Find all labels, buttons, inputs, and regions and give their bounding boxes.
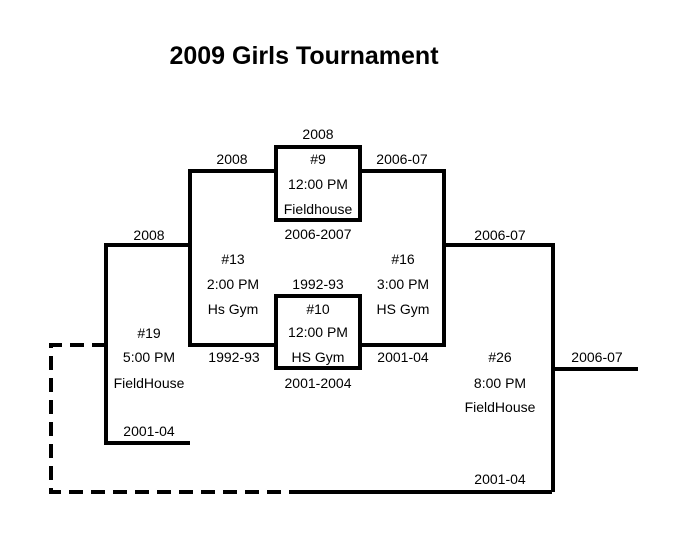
game-19-bottom-team: 2001-04 [123, 423, 175, 439]
game-16-number: #16 [391, 251, 415, 267]
game-19-time: 5:00 PM [122, 349, 176, 365]
game-26-time: 8:00 PM [473, 375, 527, 391]
game-13-bracket [188, 169, 276, 347]
game-16-time: 3:00 PM [376, 276, 430, 292]
game-19-number: #19 [137, 325, 161, 341]
game-26-bottom-team: 2001-04 [474, 471, 526, 487]
game-19-bracket [104, 243, 190, 445]
game-16-bracket [360, 169, 446, 347]
game-26-number: #26 [488, 349, 512, 365]
game-10-left-team: 1992-93 [208, 349, 260, 365]
tournament-title: 2009 Girls Tournament [169, 42, 439, 70]
game-19-top-team: 2008 [133, 227, 165, 243]
game-13-venue: Hs Gym [207, 301, 259, 317]
game-19-venue: FieldHouse [113, 375, 185, 391]
game-10-box [274, 294, 362, 370]
game-10-bottom-label: 2001-2004 [284, 375, 352, 391]
game-10-right-team: 2001-04 [377, 349, 429, 365]
game-10-top-label: 1992-93 [292, 276, 344, 292]
dashed-loser-path [49, 343, 290, 494]
game-9-right-team: 2006-07 [376, 151, 428, 167]
game-16-venue: HS Gym [376, 301, 430, 317]
game-10-venue: HS Gym [291, 349, 345, 365]
game-9-top-label: 2008 [302, 126, 334, 142]
game-26-venue: FieldHouse [464, 399, 536, 415]
game-9-number: #9 [310, 151, 326, 167]
game-9-box [274, 145, 362, 222]
game-10-number: #10 [306, 301, 330, 317]
game-9-bottom-label: 2006-2007 [284, 226, 352, 242]
game-13-time: 2:00 PM [206, 276, 260, 292]
game-26-bracket [444, 243, 555, 492]
game-13-number: #13 [221, 251, 245, 267]
game-26-top-team: 2006-07 [474, 227, 526, 243]
champion-team: 2006-07 [571, 349, 623, 365]
game-9-time: 12:00 PM [288, 176, 348, 192]
game-10-time: 12:00 PM [288, 324, 348, 340]
game-9-left-team: 2008 [216, 151, 248, 167]
game-9-venue: Fieldhouse [283, 201, 353, 217]
